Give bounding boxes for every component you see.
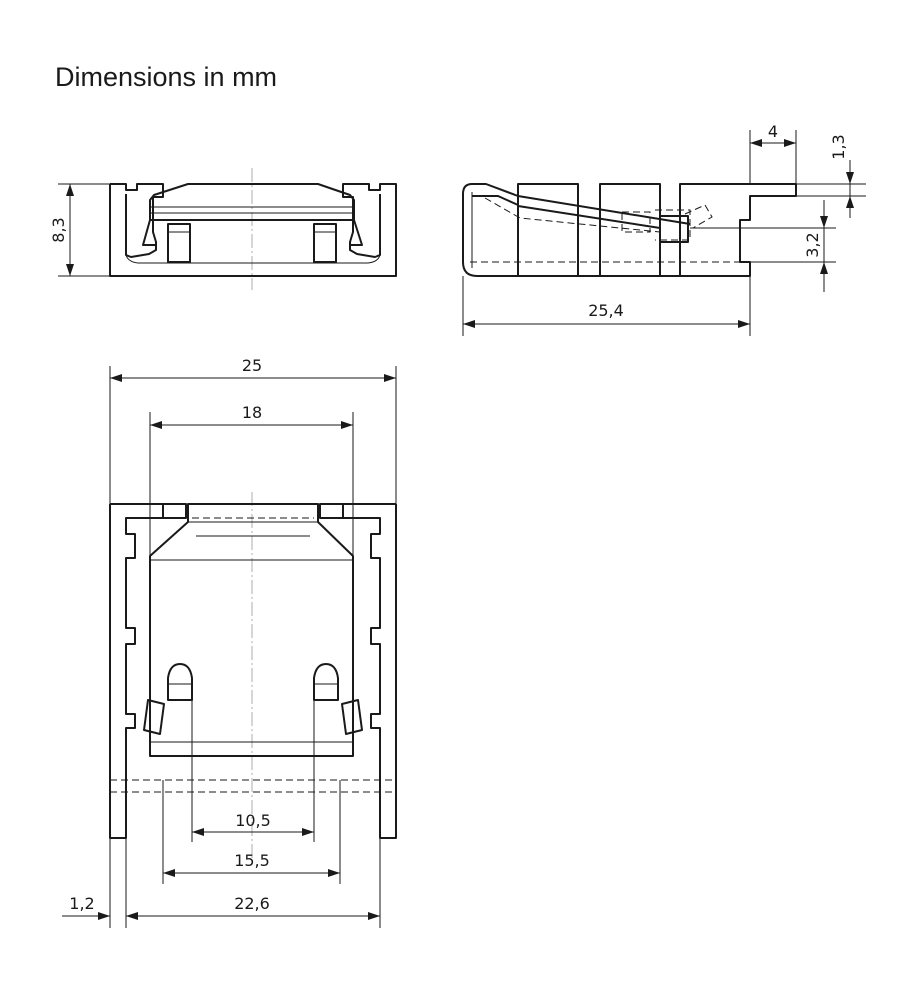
- dimension-side-tab-width: 4: [749, 122, 797, 184]
- dimension-base-width: 22,6: [109, 838, 381, 928]
- dim-18-label: 18: [242, 403, 262, 422]
- dimension-front-height: 8,3: [49, 183, 110, 277]
- drawing-title: Dimensions in mm: [55, 62, 278, 92]
- dim-1-3-label: 1,3: [829, 134, 848, 159]
- dimension-top-outer: 25: [109, 356, 397, 504]
- dimension-top-inner: 18: [149, 403, 354, 556]
- dim-10-5-label: 10,5: [235, 811, 271, 830]
- front-view: [109, 168, 397, 290]
- dimension-side-offset: 3,2: [690, 200, 836, 292]
- side-view: [462, 183, 797, 277]
- dim-22-6-label: 22,6: [234, 894, 270, 913]
- dimension-wall-thickness: 1,2: [62, 894, 110, 920]
- dimension-side-tab-thickness: 1,3: [796, 134, 866, 218]
- dimension-pad-spacing: 15,5: [162, 780, 341, 884]
- dim-8-3-label: 8,3: [49, 217, 68, 242]
- dimension-side-length: 25,4: [462, 276, 751, 336]
- top-view: [109, 492, 397, 862]
- dim-15-5-label: 15,5: [234, 851, 270, 870]
- dim-25-4-label: 25,4: [588, 301, 624, 320]
- dimension-pin-spacing: 10,5: [191, 700, 315, 842]
- dim-4-label: 4: [768, 122, 778, 141]
- dim-25-label: 25: [242, 356, 262, 375]
- dim-1-2-label: 1,2: [69, 894, 94, 913]
- dim-3-2-label: 3,2: [803, 232, 822, 257]
